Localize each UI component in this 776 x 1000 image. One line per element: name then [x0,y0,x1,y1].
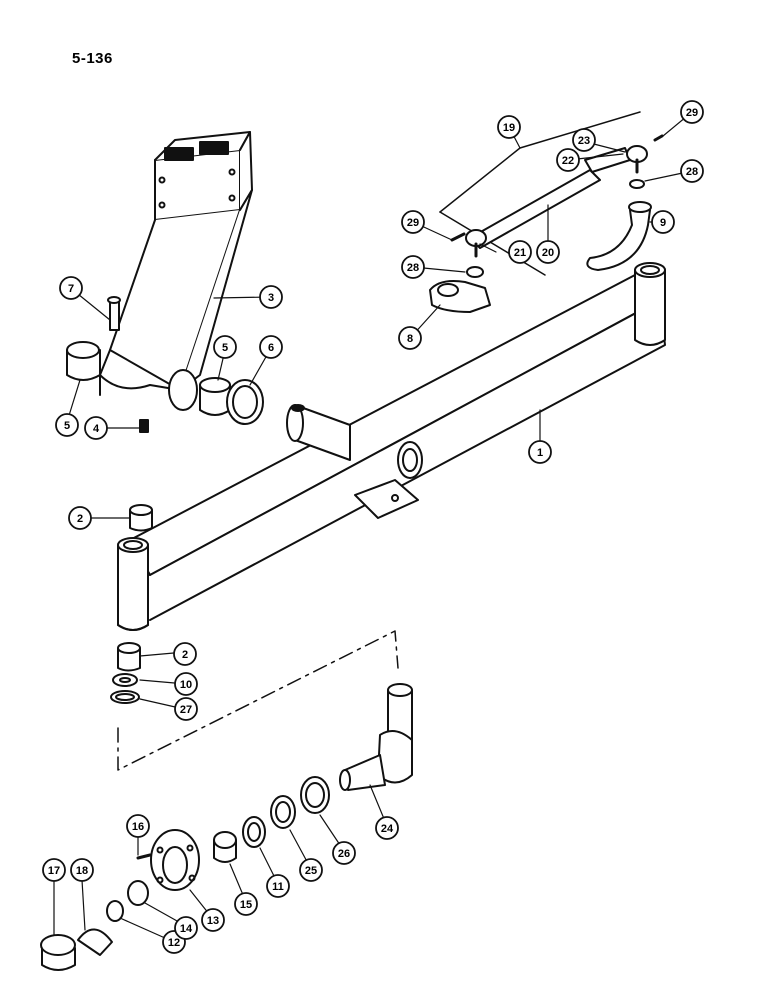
callout-8: 8 [398,326,422,350]
svg-text:6: 6 [268,342,274,354]
callout-26: 26 [332,841,356,865]
svg-text:13: 13 [207,915,219,927]
callout-25: 25 [299,858,323,882]
callout-5-right: 5 [213,335,237,359]
svg-text:25: 25 [305,865,317,877]
svg-text:9: 9 [660,217,666,229]
callout-27: 27 [174,697,198,721]
svg-text:19: 19 [503,122,515,134]
callout-20: 20 [536,240,560,264]
callout-10: 10 [174,672,198,696]
svg-text:29: 29 [686,107,698,119]
callout-2-top: 2 [68,506,92,530]
svg-text:1: 1 [537,447,543,459]
svg-text:27: 27 [180,704,192,716]
callout-29-bottom: 29 [401,210,425,234]
svg-text:15: 15 [240,899,252,911]
callout-14: 14 [174,916,198,940]
svg-text:4: 4 [93,423,100,435]
callout-22: 22 [556,148,580,172]
spindle [339,683,413,791]
callout-1: 1 [528,440,552,464]
svg-text:12: 12 [168,937,180,949]
svg-text:29: 29 [407,217,419,229]
callout-23: 23 [572,128,596,152]
callout-18: 18 [70,858,94,882]
callout-3: 3 [259,285,283,309]
svg-text:16: 16 [132,821,144,833]
svg-text:14: 14 [180,923,193,935]
svg-text:28: 28 [686,166,698,178]
svg-text:22: 22 [562,155,574,167]
callout-19: 19 [497,115,521,139]
axle-beam [117,262,666,631]
svg-text:5: 5 [64,420,70,432]
svg-text:24: 24 [381,823,394,835]
callout-9: 9 [651,210,675,234]
svg-text:20: 20 [542,247,554,259]
callout-21: 21 [508,240,532,264]
svg-text:26: 26 [338,848,350,860]
svg-text:18: 18 [76,865,88,877]
svg-text:11: 11 [272,881,284,893]
svg-text:17: 17 [48,865,60,877]
callout-28-bottom: 28 [401,255,425,279]
callout-6: 6 [259,335,283,359]
callout-4: 4 [84,416,108,440]
callout-7: 7 [59,276,83,300]
callout-28-top: 28 [680,159,704,183]
callout-16: 16 [126,814,150,838]
front-support [99,131,253,411]
callout-15: 15 [234,892,258,916]
callout-5-left: 5 [55,413,79,437]
guide-lines [117,630,399,771]
svg-text:3: 3 [268,292,274,304]
svg-text:7: 7 [68,283,74,295]
page-number: 5-136 [72,50,113,67]
callout-2-bottom: 2 [173,642,197,666]
bushings-left [66,296,264,704]
svg-text:23: 23 [578,135,590,147]
hub-assembly [40,776,330,971]
callouts: 1 2 2 3 4 5 5 6 7 8 9 10 11 12 13 14 15 … [42,100,704,954]
svg-text:21: 21 [514,247,526,259]
svg-text:2: 2 [182,649,188,661]
callout-11: 11 [266,874,290,898]
callout-29-top: 29 [680,100,704,124]
callout-24: 24 [375,816,399,840]
tie-rod-group [429,111,664,313]
callout-17: 17 [42,858,66,882]
svg-text:2: 2 [77,513,83,525]
svg-text:5: 5 [222,342,228,354]
svg-text:8: 8 [407,333,413,345]
svg-text:10: 10 [180,679,192,691]
callout-13: 13 [201,908,225,932]
svg-text:28: 28 [407,262,419,274]
